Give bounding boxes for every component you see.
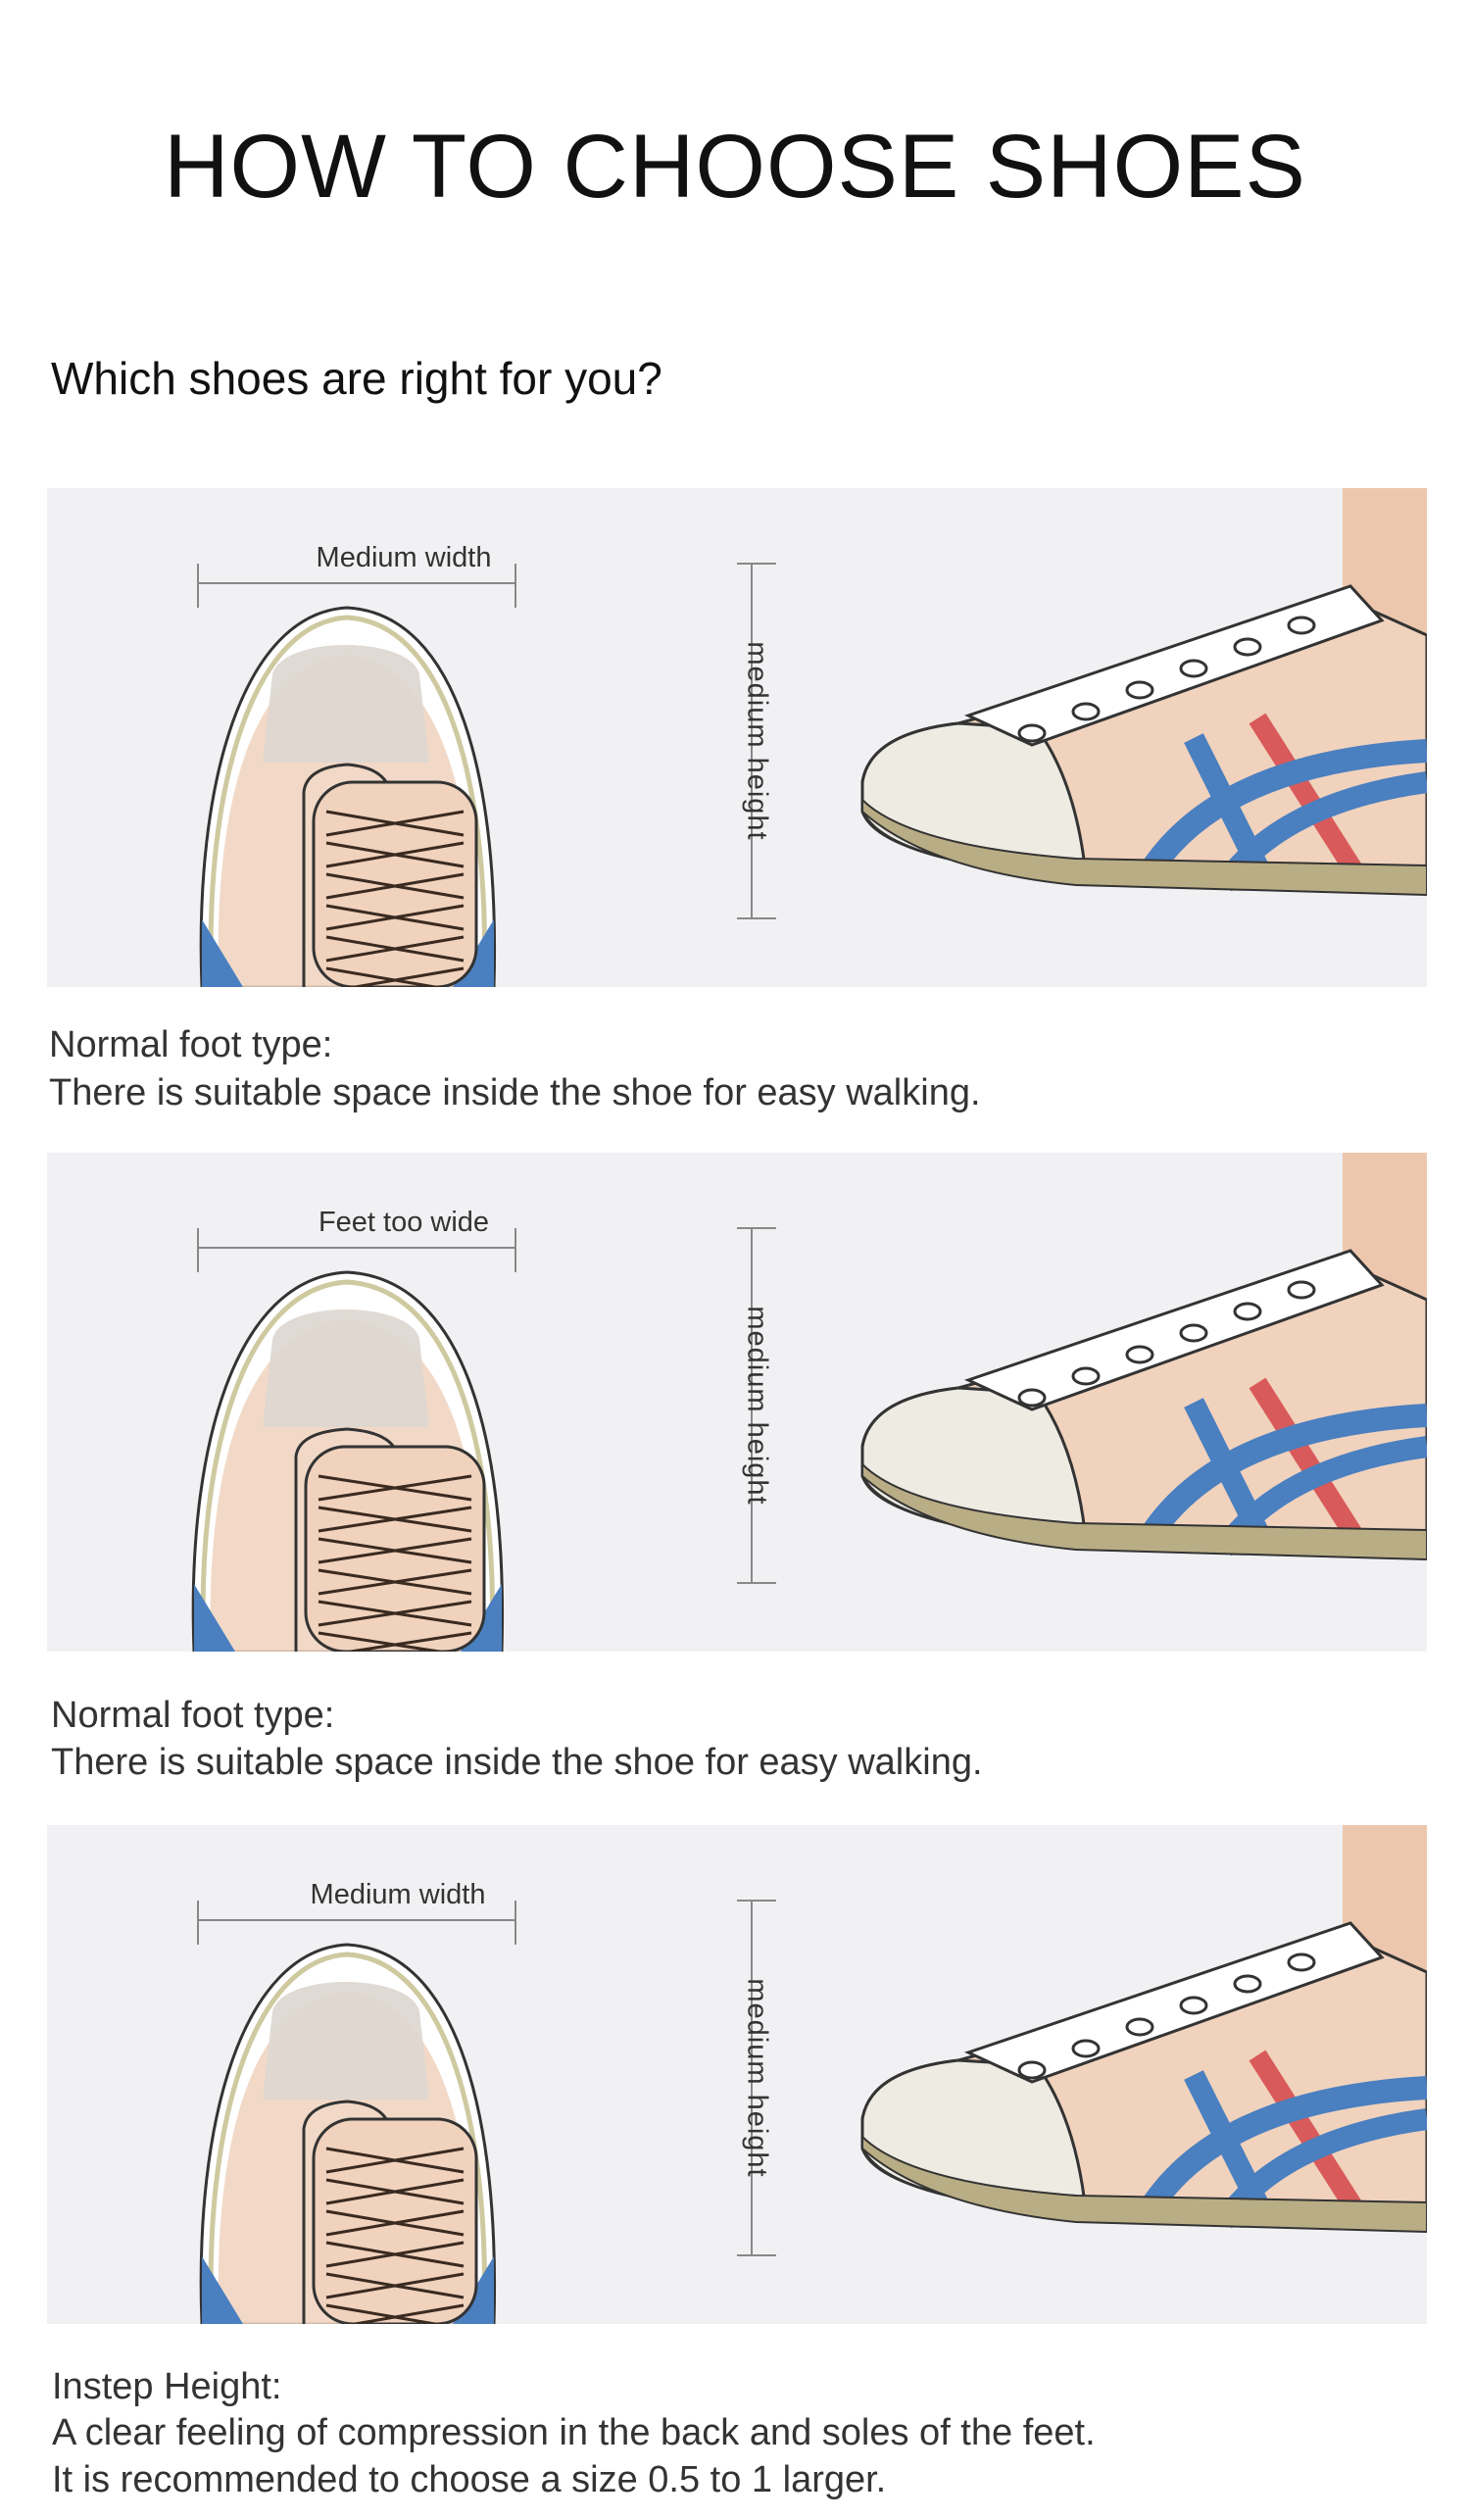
illustration-panel-wide: Feet too wide medium height — [47, 1153, 1427, 1652]
caption-text: There is suitable space inside the shoe … — [49, 1072, 981, 1113]
page-title: HOW TO CHOOSE SHOES — [164, 117, 1306, 217]
height-bracket — [737, 563, 776, 919]
shoe-side-view — [860, 1153, 1427, 1561]
illustration-panel-instep: Medium width medium height — [47, 1825, 1427, 2324]
width-label: Feet too wide — [318, 1207, 490, 1238]
width-bracket — [197, 1228, 516, 1272]
height-label: medium height — [741, 1306, 773, 1506]
width-bracket — [197, 564, 516, 608]
height-label: medium height — [741, 641, 773, 841]
shoe-side-view — [860, 488, 1427, 897]
caption-text: There is suitable space inside the shoe … — [51, 1742, 983, 1783]
caption-text: A clear feeling of compression in the ba… — [52, 2412, 1096, 2453]
height-bracket — [737, 1227, 776, 1584]
height-label: medium height — [741, 1978, 773, 2178]
caption-title: Instep Height: — [52, 2366, 282, 2407]
caption-title: Normal foot type: — [51, 1695, 335, 1736]
illustration-panel-normal: Medium width medium height — [47, 488, 1427, 987]
shoe-top-view — [199, 606, 497, 987]
page-subtitle: Which shoes are right for you? — [51, 353, 662, 404]
shoe-side-view — [860, 1825, 1427, 2234]
shoe-top-view — [191, 1270, 505, 1652]
width-bracket — [197, 1901, 516, 1945]
width-label: Medium width — [316, 542, 492, 573]
height-bracket — [737, 1900, 776, 2256]
caption-title: Normal foot type: — [49, 1024, 333, 1065]
caption-text: It is recommended to choose a size 0.5 t… — [52, 2459, 887, 2500]
width-label: Medium width — [310, 1879, 486, 1910]
shoe-top-view — [199, 1943, 497, 2324]
